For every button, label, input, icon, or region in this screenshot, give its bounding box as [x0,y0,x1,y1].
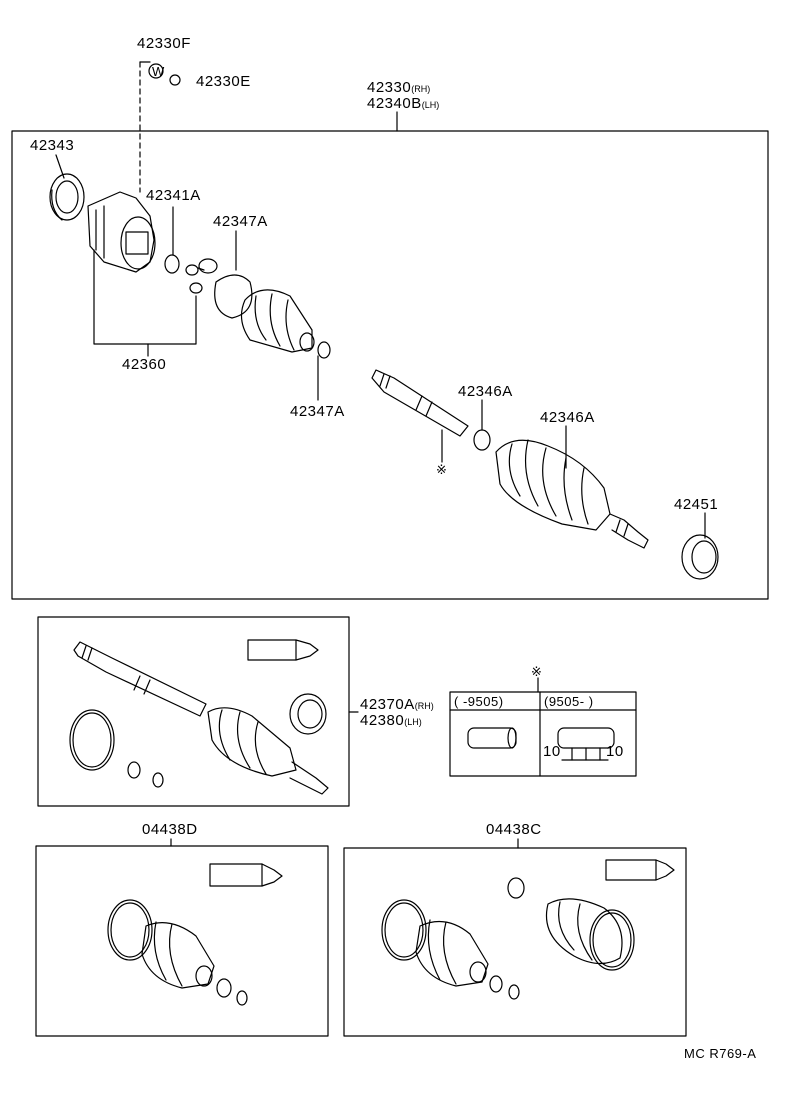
boot-kit-c-frame [344,848,686,1036]
tripod-joint [186,259,217,293]
table-dim-right: 10 [606,743,624,760]
drive-shaft [372,370,468,436]
inner-boot [241,290,314,352]
boot-kit-d-frame [36,846,328,1036]
asterisk-mark-table: ※ [531,664,543,679]
part-label-42370a: 42370A(RH) [360,696,434,713]
outboard-boot-and-joint [496,440,648,548]
production-table-frame [450,692,636,776]
main-assembly-frame [12,131,768,599]
boot-band-42347a [215,275,252,318]
table-col-after-9505: (9505- ) [544,694,594,709]
part-label-42360: 42360 [122,356,167,373]
washer-mark: W [152,64,165,79]
part-label-42346a-right: 42346A [540,409,595,426]
part-label-42343: 42343 [30,137,75,154]
part-label-42451: 42451 [674,496,719,513]
dust-seal-42343 [50,174,84,220]
part-label-42347a-top: 42347A [213,213,268,230]
table-dim-left: 10 [543,743,561,760]
part-label-42346a-left: 42346A [458,383,513,400]
part-label-42347a-bottom: 42347A [290,403,345,420]
washer-42330f [149,64,163,78]
boot-kit-d-illustration [108,864,282,1005]
part-label-42330e: 42330E [196,73,251,90]
part-label-42380: 42380(LH) [360,712,422,729]
snap-ring-42341a [165,255,179,273]
table-col-before-9505: ( -9505) [454,694,504,709]
shaft-assembly-illustration [70,640,328,794]
oil-seal-42451 [682,535,718,579]
production-table-illustration [468,728,614,760]
diagram-code: MC R769-A [684,1046,757,1061]
part-label-42341a: 42341A [146,187,201,204]
boot-clamp-42346a-left [474,430,490,450]
boot-kit-c-illustration [382,860,674,999]
part-label-04438c: 04438C [486,821,542,838]
part-label-42340b: 42340B(LH) [367,95,440,112]
asterisk-mark-main: ※ [436,462,448,477]
part-label-42330: 42330(RH) [367,79,431,96]
part-label-04438d: 04438D [142,821,198,838]
nut-42330e [170,75,180,85]
outboard-joint-housing [88,192,155,272]
boot-clamp-42347a [318,342,330,358]
part-label-42330f: 42330F [137,35,191,52]
